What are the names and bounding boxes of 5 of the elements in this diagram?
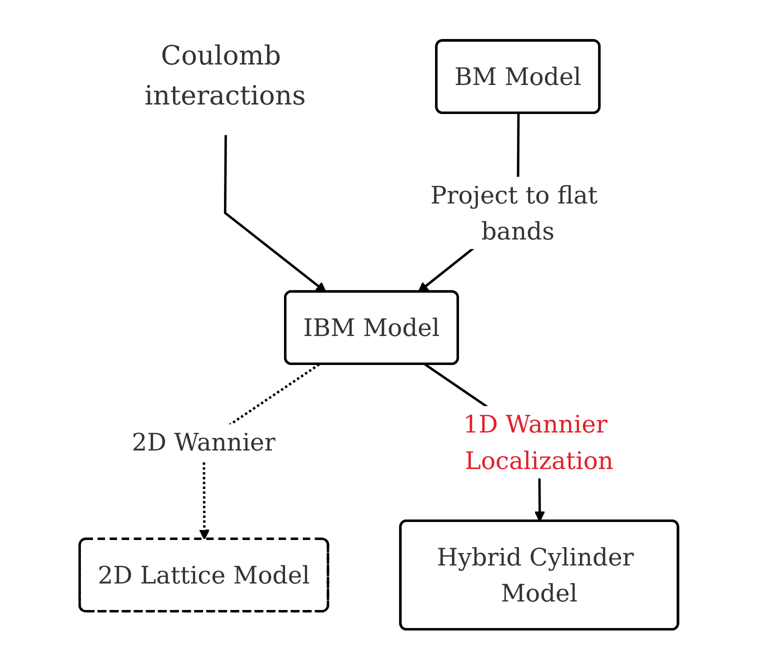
edge-label: Project to flat bands (430, 180, 598, 246)
edge-label: 1D Wannier Localization (462, 410, 614, 475)
arrow (224, 135, 326, 292)
edge-label: 2D Wannier (131, 428, 276, 457)
node-text: Coulomb interactions (144, 42, 306, 112)
